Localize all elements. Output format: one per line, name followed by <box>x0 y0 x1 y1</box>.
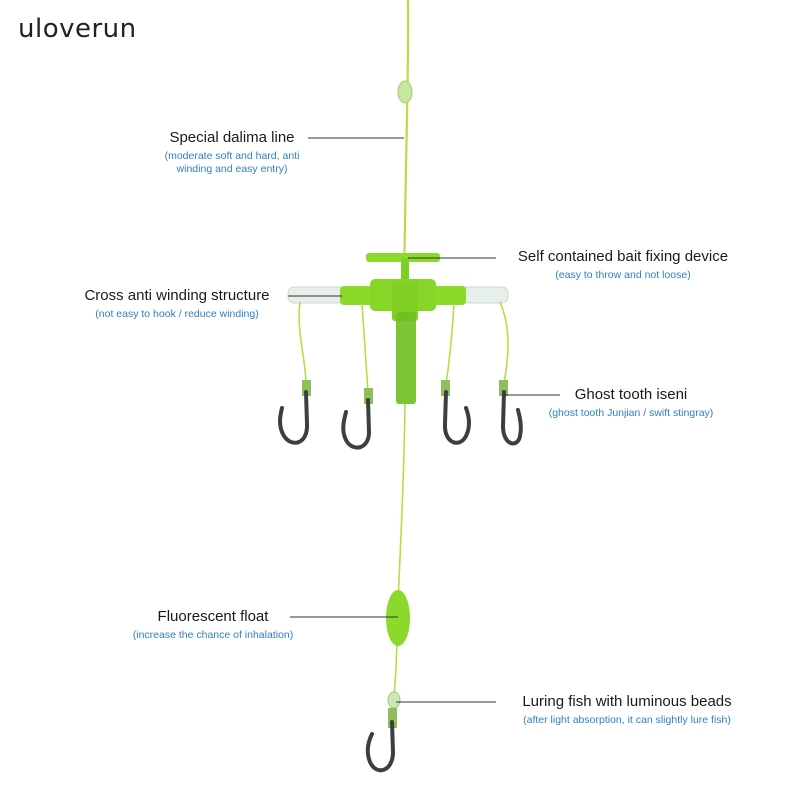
bottom-hook <box>365 720 396 773</box>
snood-2 <box>361 303 369 393</box>
bottom-hook-whipping <box>388 708 397 728</box>
main-line-top <box>402 0 410 286</box>
label-luring-sub: (after light absorption, it can slightly… <box>523 714 731 726</box>
hook-4-whipping <box>499 380 508 396</box>
snood-3 <box>445 303 455 385</box>
fluorescent-float <box>386 590 410 646</box>
brand-logo-text: uloverun <box>18 14 137 44</box>
label-luring: Luring fish with luminous beads (after l… <box>496 693 758 727</box>
label-luring-title: Luring fish with luminous beads <box>522 693 732 710</box>
hook-4 <box>500 390 523 446</box>
cross-tube-left <box>287 286 349 304</box>
hook-2-whipping <box>364 388 373 404</box>
hook-3 <box>442 390 471 445</box>
device-drop-tube <box>396 312 416 404</box>
cross-center-block <box>392 281 418 321</box>
label-ghost-tooth: Ghost tooth iseni (ghost tooth Junjian /… <box>528 386 734 420</box>
main-line-bottom <box>393 403 406 695</box>
label-bait-device-title: Self contained bait fixing device <box>517 248 729 265</box>
label-bait-device: Self contained bait fixing device (easy … <box>498 248 748 282</box>
label-ghost-tooth-title: Ghost tooth iseni <box>574 386 688 403</box>
cross-tube-right <box>459 286 509 304</box>
label-cross-anti: Cross anti winding structure (not easy t… <box>64 287 290 321</box>
snood-4 <box>499 301 509 385</box>
snood-1 <box>298 301 307 385</box>
label-float: Fluorescent float (increase the chance o… <box>108 608 318 642</box>
label-ghost-tooth-sub: (ghost tooth Junjian / swift stingray) <box>548 407 714 419</box>
top-luminous-bead <box>397 80 413 104</box>
label-float-sub: (increase the chance of inhalation) <box>132 629 294 641</box>
label-cross-anti-title: Cross anti winding structure <box>84 287 270 304</box>
hook-3-whipping <box>441 380 450 396</box>
bait-fixing-stem <box>401 258 409 286</box>
hook-1 <box>278 390 310 445</box>
hook-1-whipping <box>302 380 311 396</box>
label-bait-device-sub: (easy to throw and not loose) <box>555 269 691 281</box>
label-dalima-line-sub1: (moderate soft and hard, anti <box>164 150 300 162</box>
cross-arm-right <box>432 286 466 305</box>
cross-arm-left <box>340 286 376 305</box>
label-dalima-line: Special dalima line (moderate soft and h… <box>142 129 322 176</box>
label-float-title: Fluorescent float <box>157 608 269 625</box>
label-dalima-line-title: Special dalima line <box>169 129 295 146</box>
luminous-bead <box>387 691 401 709</box>
label-dalima-line-sub2: winding and easy entry) <box>176 163 288 175</box>
bait-fixing-crossbar <box>366 253 440 262</box>
label-cross-anti-sub: (not easy to hook / reduce winding) <box>95 308 259 320</box>
hook-2 <box>341 398 372 450</box>
